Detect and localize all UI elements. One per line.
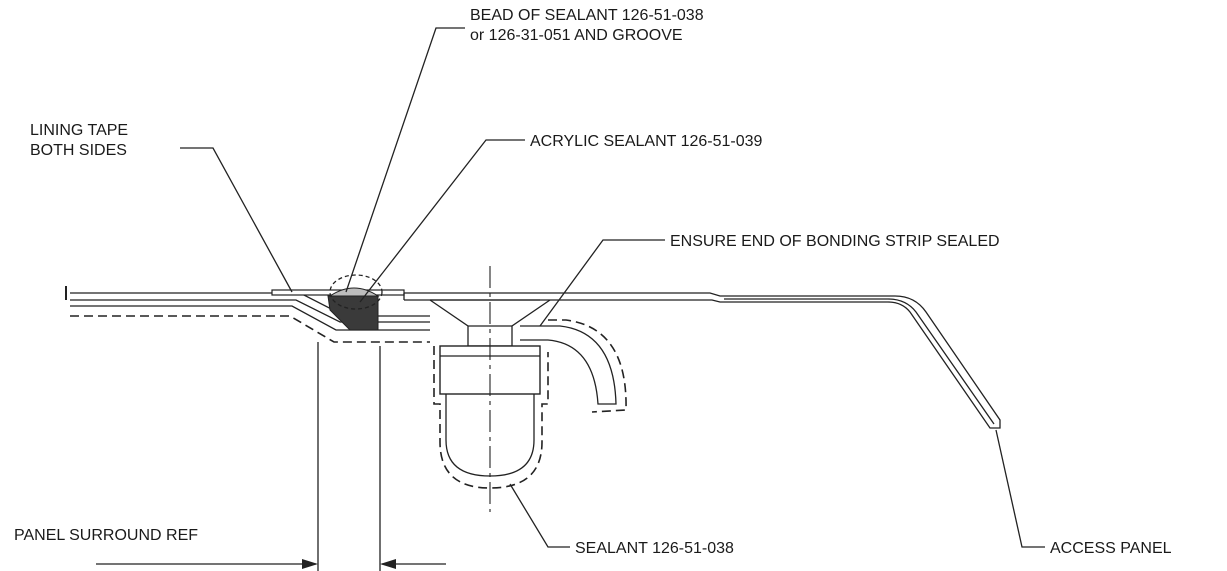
leader-lining-tape <box>180 147 293 293</box>
arrow-head-right <box>380 559 396 569</box>
lining-tape-label-line1: LINING TAPE <box>30 122 128 139</box>
leader-bonding-strip <box>539 239 665 327</box>
access-panel <box>403 292 1001 429</box>
acrylic-sealant-fill <box>327 295 379 331</box>
surround-sealant-outline <box>70 315 430 343</box>
arrow-head-left <box>302 559 318 569</box>
leader-acrylic-sealant <box>359 139 525 303</box>
bead-of-sealant <box>328 287 380 297</box>
leader-sealant <box>509 483 570 548</box>
groove-circle <box>329 274 383 310</box>
leader-access-panel <box>995 429 1045 548</box>
leader-bead-sealant <box>345 27 465 293</box>
bonding-strip-sealant-outline <box>548 319 627 413</box>
panel-surround-label: PANEL SURROUND REF <box>14 527 198 544</box>
bonding-strip <box>520 325 617 405</box>
bonding-strip-label: ENSURE END OF BONDING STRIP SEALED <box>670 233 1000 250</box>
bead-sealant-label-line1: BEAD OF SEALANT 126-51-038 <box>470 7 704 24</box>
acrylic-sealant-label: ACRYLIC SEALANT 126-51-039 <box>530 133 763 150</box>
panel-surround-skin <box>65 286 430 331</box>
bead-sealant-label-line2: or 126-31-051 AND GROOVE <box>470 27 683 44</box>
lining-tape-label-line2: BOTH SIDES <box>30 142 127 159</box>
access-panel-label: ACCESS PANEL <box>1050 540 1172 557</box>
sealant-label: SEALANT 126-51-038 <box>575 540 734 557</box>
